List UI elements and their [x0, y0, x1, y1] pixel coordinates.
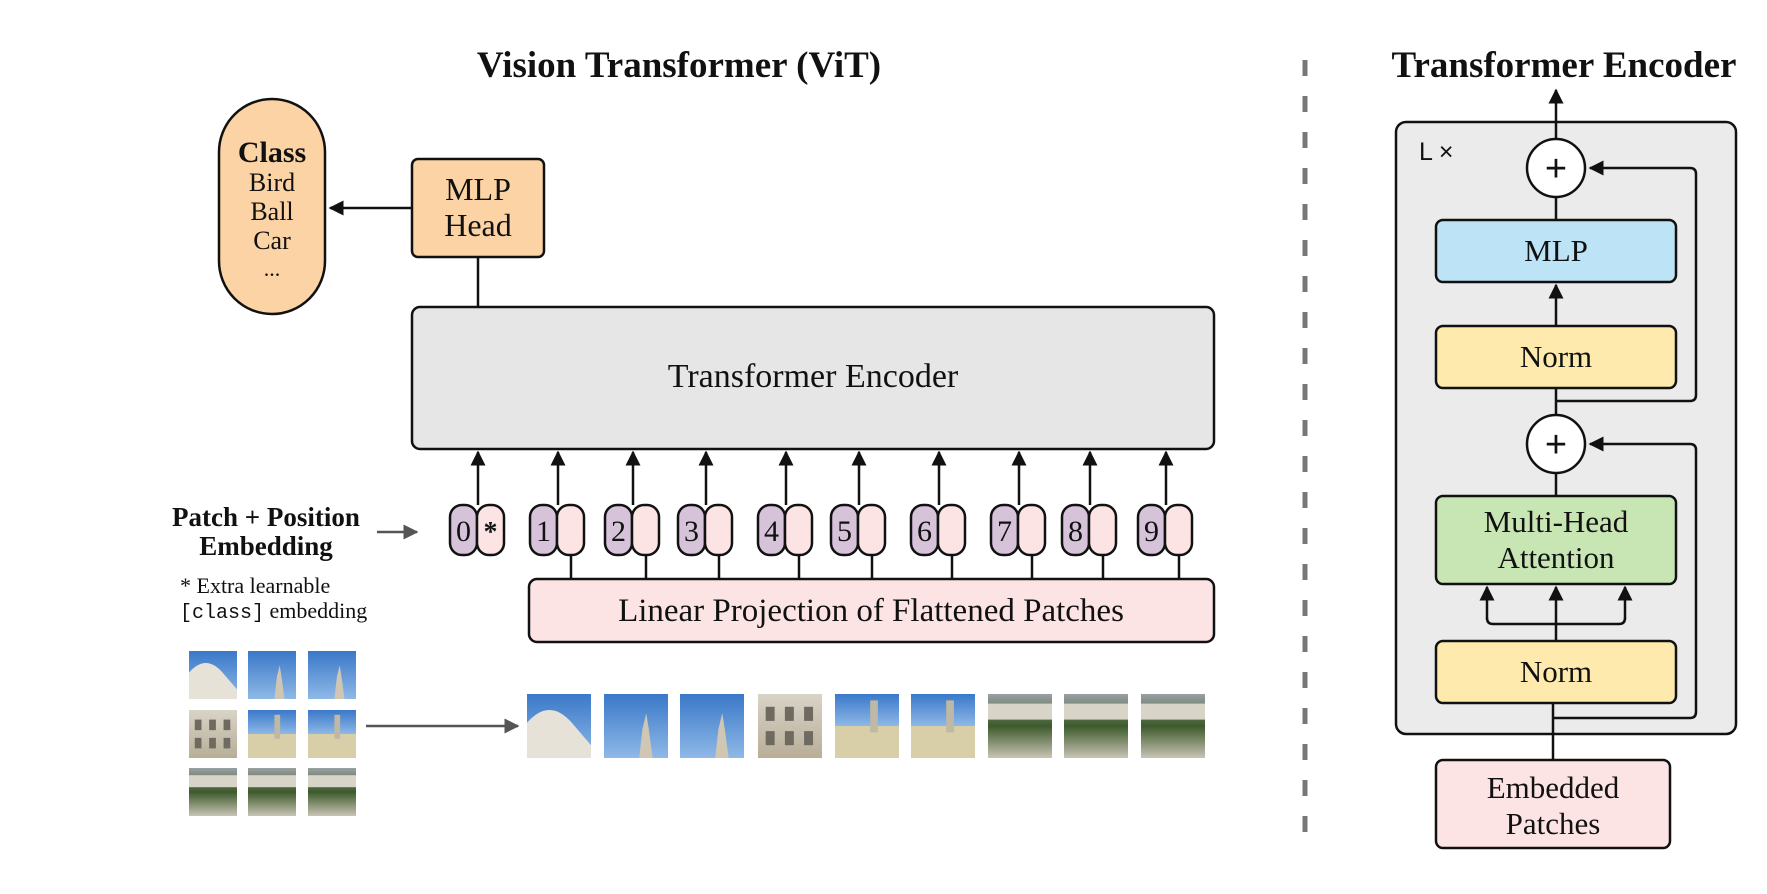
class-token-marker: *: [484, 517, 498, 548]
token-0: 0*: [448, 450, 506, 557]
class-output-box: [217, 97, 327, 316]
token-7: 7: [989, 450, 1047, 579]
position-index: 2: [611, 515, 626, 548]
class-item-ball: Ball: [250, 197, 293, 226]
photo-patch-icon: [248, 710, 296, 758]
photo-patch-icon: [988, 694, 1052, 758]
position-index: 0: [456, 515, 471, 548]
mlp-label: MLP: [1524, 233, 1588, 268]
photo-patch-icon: [189, 710, 237, 758]
photo-patch-icon: [189, 768, 237, 816]
residual-connection-top: [1556, 160, 1698, 403]
patch-embedding: [1163, 503, 1194, 557]
linear-projection-label: Linear Projection of Flattened Patches: [618, 593, 1124, 629]
token-9: 9: [1136, 450, 1194, 579]
photo-patch-icon: [680, 694, 744, 758]
footnote-rest: embedding: [264, 598, 367, 623]
photo-patch-icon: [308, 651, 356, 699]
plus-symbol-middle: +: [1545, 424, 1567, 466]
embedding-label-line1: Patch + Position: [172, 502, 360, 532]
patch-embedding: [475, 503, 506, 557]
photo-patch-icon: [758, 694, 822, 758]
attention-line2: Attention: [1497, 540, 1615, 575]
token-4: 4: [756, 450, 814, 579]
class-item-bird: Bird: [249, 168, 295, 197]
photo-patch-icon: [248, 651, 296, 699]
token-3: 3: [676, 450, 734, 579]
footnote-line1: * Extra learnable: [180, 573, 330, 598]
token-1: 1: [528, 450, 586, 579]
residual-connection-bottom: [1553, 436, 1698, 720]
mlp-head-line2: Head: [444, 207, 512, 243]
attention-line1: Multi-Head: [1484, 504, 1629, 539]
transformer-encoder-label: Transformer Encoder: [668, 358, 959, 395]
repeat-label: L ×: [1419, 138, 1454, 166]
embedded-patches-box: [1434, 758, 1672, 850]
patch-embedding: [1087, 503, 1118, 557]
class-item-car: Car: [253, 226, 291, 255]
position-index: 9: [1144, 515, 1159, 548]
norm-bottom-label: Norm: [1520, 654, 1592, 689]
patch-embedding: [1016, 503, 1047, 557]
class-item-ellipsis: ...: [264, 256, 281, 281]
transformer-encoder-box: [410, 305, 1216, 451]
patch-embedding: [630, 503, 661, 557]
position-index: 8: [1068, 515, 1083, 548]
position-index: 7: [997, 515, 1012, 548]
photo-patch-icon: [911, 694, 975, 758]
linear-projection-box: [527, 577, 1216, 644]
patch-image-row: [527, 694, 1205, 758]
patch-embedding: [555, 503, 586, 557]
token-6: 6: [909, 450, 967, 579]
patch-embedding: [703, 503, 734, 557]
position-index: 5: [837, 515, 852, 548]
photo-patch-icon: [527, 694, 591, 758]
photo-patch-icon: [308, 710, 356, 758]
photo-patch-icon: [1141, 694, 1205, 758]
norm-bottom-box: [1434, 639, 1678, 705]
embedded-patches-line1: Embedded: [1487, 770, 1620, 805]
patch-embedding: [936, 503, 967, 557]
position-index: 1: [536, 515, 551, 548]
photo-patch-icon: [189, 651, 237, 699]
mlp-head-line1: MLP: [445, 171, 511, 207]
token-8: 8: [1060, 450, 1118, 579]
photo-patch-icon: [604, 694, 668, 758]
mlp-box: [1434, 218, 1678, 284]
class-heading: Class: [238, 136, 306, 169]
patch-embedding: [856, 503, 887, 557]
encoder-detail-title: Transformer Encoder: [1392, 45, 1737, 86]
embedding-label-line2: Embedding: [199, 531, 333, 561]
multi-head-attention-box: [1434, 494, 1678, 586]
token-2: 2: [603, 450, 661, 579]
token-5: 5: [829, 450, 887, 579]
position-index: 3: [684, 515, 699, 548]
photo-patch-icon: [1064, 694, 1128, 758]
source-image-grid: [189, 651, 356, 816]
position-index: 6: [917, 515, 932, 548]
plus-symbol-top: +: [1545, 148, 1567, 190]
patch-embedding: [783, 503, 814, 557]
vit-title: Vision Transformer (ViT): [477, 45, 881, 86]
embedded-patches-line2: Patches: [1506, 806, 1601, 841]
photo-patch-icon: [308, 768, 356, 816]
position-index: 4: [764, 515, 779, 548]
norm-top-label: Norm: [1520, 339, 1592, 374]
footnote-line2: [class] embedding: [180, 598, 367, 625]
photo-patch-icon: [248, 768, 296, 816]
footnote-code: [class]: [180, 602, 264, 625]
photo-patch-icon: [835, 694, 899, 758]
